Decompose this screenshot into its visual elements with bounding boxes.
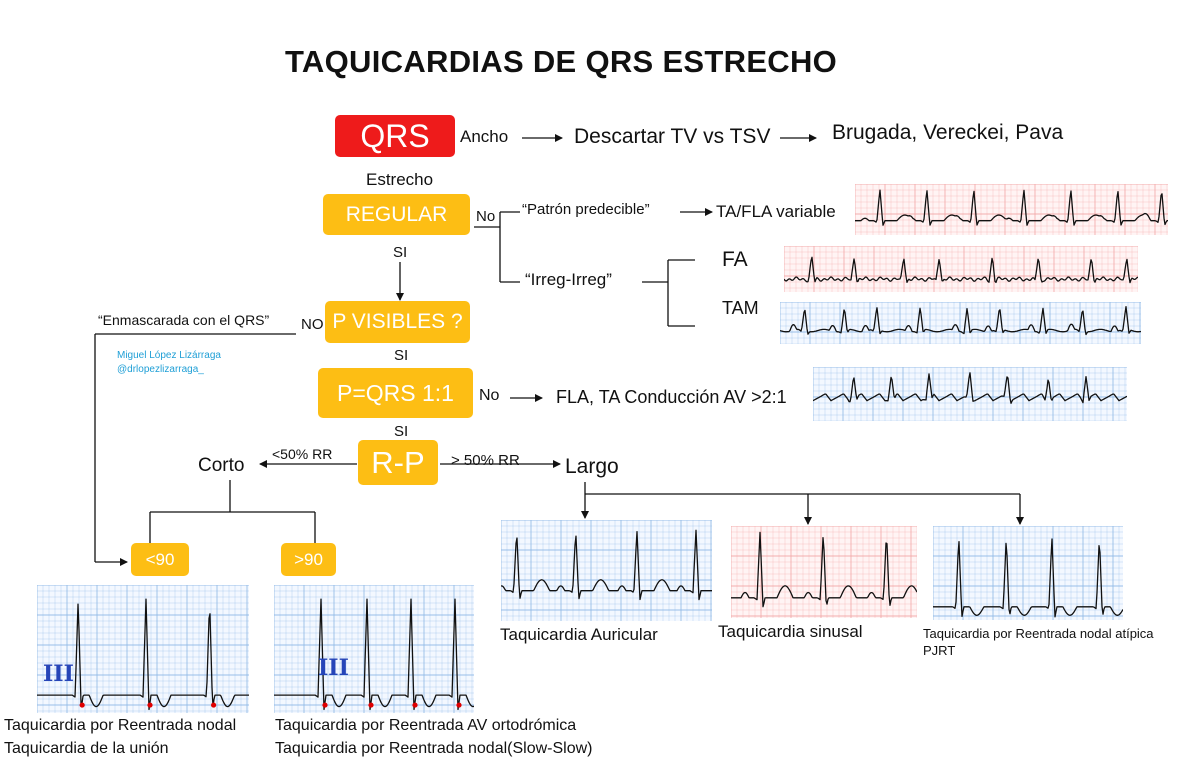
p-visibles-node: P VISIBLES ? (325, 301, 470, 343)
retrograde-p-marker (456, 702, 462, 708)
retrograde-p-marker (368, 702, 374, 708)
p-qrs-node: P=QRS 1:1 (318, 368, 473, 418)
ecg-grid-background (274, 585, 474, 713)
ecg-trace (784, 256, 1138, 284)
fla-ta-label: FLA, TA Conducción AV >2:1 (556, 387, 787, 407)
lt50-label: <50% RR (272, 446, 333, 462)
ecg-atipica (933, 526, 1123, 620)
author-name: Miguel López Lizárraga (117, 350, 221, 361)
caption-auricular: Taquicardia Auricular (500, 625, 658, 644)
author-credit: Miguel López Lizárraga @drlopezlizarraga… (117, 349, 221, 377)
si-label-3: SI (394, 423, 409, 440)
irreg-label: “Irreg-Irreg” (525, 270, 612, 289)
caption-av-2: Taquicardia por Reentrada nodal(Slow-Slo… (275, 740, 593, 757)
ta-fla-variable-label: TA/FLA variable (716, 202, 836, 221)
lead-iii-left: III (43, 661, 74, 687)
author-handle: @drlopezlizarraga_ (117, 364, 204, 375)
ecg-nodal (37, 585, 249, 713)
ecg-trace (780, 306, 1141, 336)
no-pqrs-label: No (479, 387, 500, 404)
retrograde-p-marker (147, 702, 153, 708)
retrograde-p-marker (211, 702, 217, 708)
estrecho-label: Estrecho (366, 170, 434, 189)
qrs-node: QRS (335, 115, 455, 157)
gt50-label: > 50% RR (451, 452, 520, 469)
descartar-label: Descartar TV vs TSV (574, 125, 771, 148)
caption-atipica-2: PJRT (923, 643, 956, 658)
retrograde-p-marker (322, 702, 328, 708)
ecg-grid-background (933, 526, 1123, 620)
si-label-1: SI (393, 244, 408, 261)
enmascarada-label: “Enmascarada con el QRS” (98, 312, 270, 328)
caption-nodal-1: Taquicardia por Reentrada nodal (4, 717, 237, 734)
caption-nodal-2: Taquicardia de la unión (4, 740, 169, 757)
caption-sinusal: Taquicardia sinusal (718, 622, 863, 641)
ecg-auricular (501, 520, 712, 621)
no-regular-label: No (476, 208, 496, 225)
lead-iii-right: III (318, 655, 349, 681)
ecg-grid-background (731, 526, 917, 618)
si-label-2: SI (394, 347, 409, 364)
caption-atipica-1: Taquicardia por Reentrada nodal atípica (923, 626, 1154, 641)
ecg-ta-fla-variable (855, 184, 1168, 235)
ecg-grid-background (784, 246, 1138, 292)
caption-av-1: Taquicardia por Reentrada AV ortodrómica (275, 717, 577, 734)
ecg-trace (813, 372, 1127, 404)
ecg-trace (274, 598, 474, 711)
gt90-node: >90 (281, 543, 336, 576)
ecg-fa (784, 246, 1138, 292)
page-title: TAQUICARDIAS DE QRS ESTRECHO (285, 44, 838, 79)
ecg-grid-background (855, 184, 1168, 235)
ecg-sinusal (731, 526, 917, 618)
fa-label: FA (722, 248, 748, 271)
no-p-label: NO (301, 316, 324, 333)
ecg-av (274, 585, 474, 713)
ecg-trace (37, 598, 249, 711)
retrograde-p-marker (412, 702, 418, 708)
ecg-trace (855, 189, 1168, 226)
ancho-label: Ancho (460, 127, 509, 146)
tam-label: TAM (722, 298, 759, 318)
lt90-node: <90 (131, 543, 189, 576)
ecg-trace (933, 538, 1123, 618)
ecg-tam (780, 302, 1141, 344)
brugada-label: Brugada, Vereckei, Pava (832, 121, 1064, 144)
retrograde-p-marker (79, 702, 85, 708)
rp-node: R-P (358, 440, 438, 485)
ecg-trace (731, 531, 917, 608)
largo-label: Largo (565, 455, 619, 478)
patron-label: “Patrón predecible” (522, 201, 650, 218)
ecg-trace (501, 529, 712, 601)
regular-node: REGULAR (323, 194, 470, 235)
ecg-fla-ta (813, 367, 1127, 421)
ecg-grid-background (501, 520, 712, 621)
corto-label: Corto (198, 455, 245, 476)
